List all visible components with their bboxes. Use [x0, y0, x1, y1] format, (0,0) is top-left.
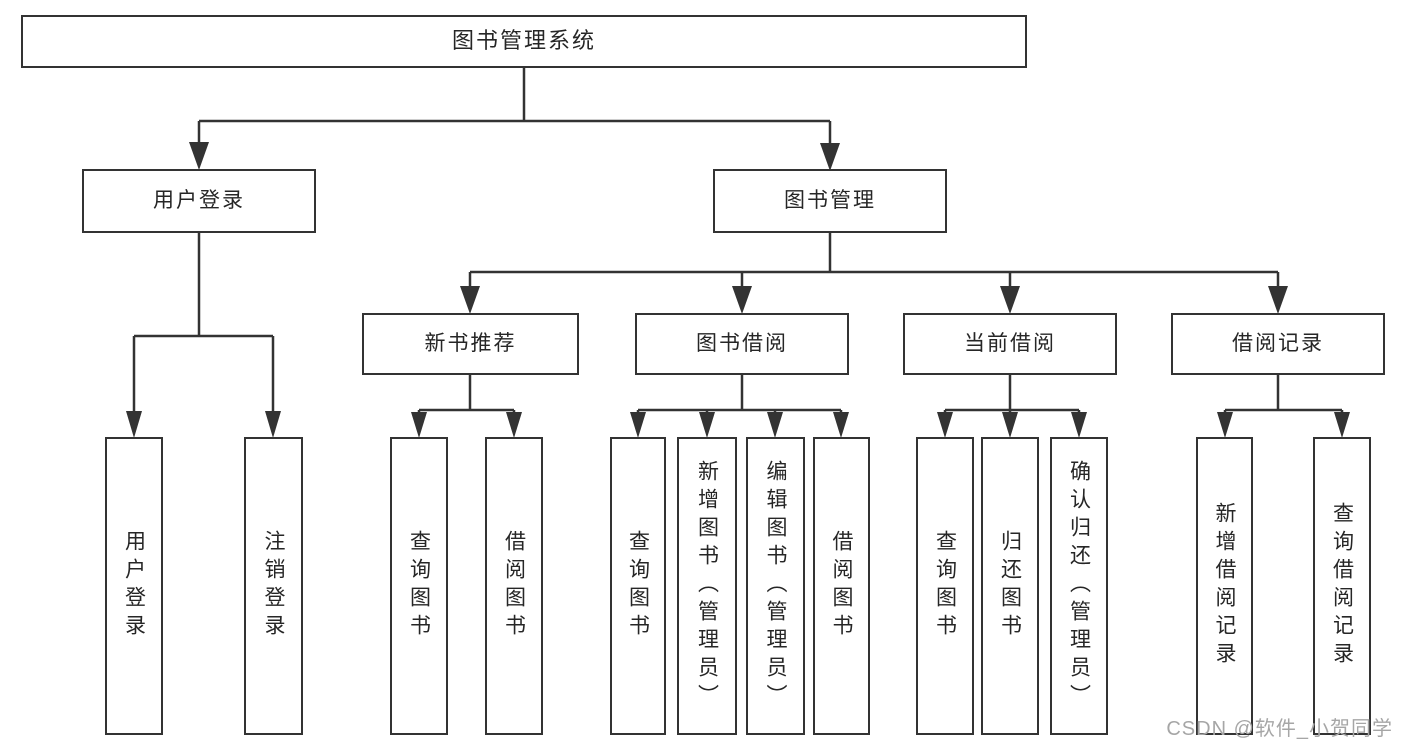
- leaf-query-borrow-record: 查询借阅记录: [1313, 437, 1371, 735]
- node-label: 新增图书（管理员）: [695, 460, 719, 712]
- arrow-down-icon: [265, 411, 281, 438]
- leaf-query-books-borrowing: 查询图书: [610, 437, 666, 735]
- arrow-down-icon: [1002, 412, 1018, 438]
- arrow-down-icon: [1000, 286, 1020, 314]
- node-label: 用户登录: [153, 189, 245, 213]
- node-label: 查询图书: [933, 530, 957, 642]
- node-label: 确认归还（管理员）: [1067, 460, 1091, 712]
- node-label: 新书推荐: [424, 332, 517, 356]
- node-current-borrowing: 当前借阅: [903, 313, 1117, 375]
- leaf-add-book-admin: 新增图书（管理员）: [677, 437, 737, 735]
- node-label: 图书管理: [784, 189, 876, 213]
- leaf-query-books-recommend: 查询图书: [390, 437, 448, 735]
- arrow-down-icon: [411, 412, 427, 438]
- arrow-down-icon: [630, 412, 646, 438]
- arrow-down-icon: [1334, 412, 1350, 438]
- node-label: 新增借阅记录: [1213, 502, 1236, 670]
- csdn-watermark: CSDN @软件_小贺同学: [1166, 718, 1393, 740]
- arrow-down-icon: [699, 412, 715, 438]
- node-label: 查询借阅记录: [1330, 502, 1354, 670]
- node-label: 归还图书: [998, 530, 1022, 642]
- node-label: 查询图书: [626, 530, 650, 642]
- leaf-return-book: 归还图书: [981, 437, 1039, 735]
- leaf-borrow-books-recommend: 借阅图书: [485, 437, 543, 735]
- arrow-down-icon: [732, 286, 752, 314]
- arrow-down-icon: [1268, 286, 1288, 314]
- leaf-user-login: 用户登录: [105, 437, 163, 735]
- arrow-down-icon: [506, 412, 522, 438]
- leaf-add-borrow-record: 新增借阅记录: [1196, 437, 1253, 735]
- leaf-confirm-return-admin: 确认归还（管理员）: [1050, 437, 1108, 735]
- leaf-edit-book-admin: 编辑图书（管理员）: [746, 437, 805, 735]
- arrow-down-icon: [1217, 412, 1233, 438]
- leaf-borrow-books: 借阅图书: [813, 437, 870, 735]
- node-new-book-recommend: 新书推荐: [362, 313, 579, 375]
- node-label: 图书借阅: [696, 332, 788, 356]
- node-book-borrowing: 图书借阅: [635, 313, 849, 375]
- node-label: 查询图书: [407, 530, 431, 642]
- node-label: 用户登录: [122, 530, 146, 642]
- arrow-down-icon: [767, 412, 783, 438]
- arrow-down-icon: [460, 286, 480, 314]
- node-borrowing-records: 借阅记录: [1171, 313, 1385, 375]
- arrow-down-icon: [833, 412, 849, 438]
- node-book-management: 图书管理: [713, 169, 947, 233]
- node-label: 借阅记录: [1232, 332, 1324, 356]
- arrow-down-icon: [820, 143, 840, 171]
- leaf-query-books-current: 查询图书: [916, 437, 974, 735]
- leaf-logout: 注销登录: [244, 437, 303, 735]
- arrow-down-icon: [126, 411, 142, 438]
- arrow-down-icon: [1071, 412, 1087, 438]
- node-label: 注销登录: [262, 530, 285, 642]
- node-label: 图书管理系统: [451, 28, 596, 54]
- arrow-down-icon: [937, 412, 953, 438]
- node-user-login: 用户登录: [82, 169, 316, 233]
- node-label: 借阅图书: [502, 530, 526, 642]
- arrow-down-icon: [189, 142, 209, 170]
- node-library-system: 图书管理系统: [21, 15, 1027, 68]
- node-label: 当前借阅: [964, 332, 1056, 356]
- node-label: 借阅图书: [830, 530, 853, 642]
- node-label: 编辑图书（管理员）: [764, 460, 787, 712]
